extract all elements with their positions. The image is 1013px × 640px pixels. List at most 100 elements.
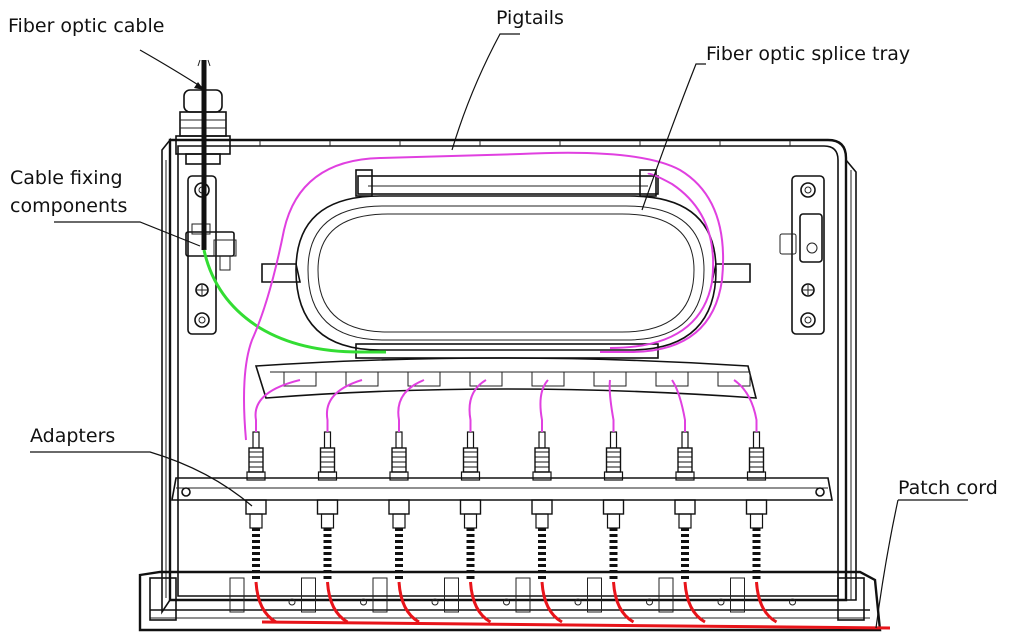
boot-stripe xyxy=(323,558,332,561)
adapter-flange-top xyxy=(603,471,624,481)
patch-cord-3 xyxy=(397,581,420,624)
base-slot xyxy=(730,577,745,613)
boot-stripe xyxy=(609,558,618,561)
label-cable-fixing-line1: Cable fixing xyxy=(10,167,123,189)
pigtail-boot xyxy=(609,431,618,449)
adapter-body xyxy=(602,499,625,515)
boot-stripe xyxy=(538,540,546,543)
pigtail-loop xyxy=(243,151,725,441)
boot-stripe xyxy=(395,570,403,573)
boot-stripe xyxy=(538,552,546,555)
splice-tray xyxy=(254,169,758,399)
base-slot xyxy=(515,577,531,613)
boot-stripe xyxy=(252,552,260,555)
pigtail-6 xyxy=(608,379,615,432)
pigtails-group xyxy=(254,379,758,432)
boot-stripe xyxy=(395,540,403,543)
base-hole xyxy=(717,598,725,606)
pigtail-1 xyxy=(254,379,301,432)
patch-connector xyxy=(606,513,621,529)
label-adapters: Adapters xyxy=(30,425,115,447)
boot-stripe xyxy=(538,564,546,567)
boot-stripe xyxy=(395,528,403,531)
boot-stripe xyxy=(752,570,761,573)
patch-connector xyxy=(320,513,335,529)
boot-stripe xyxy=(752,576,761,579)
base-hole xyxy=(431,598,439,606)
patch-cord-4 xyxy=(469,581,492,624)
adapter-flange-top xyxy=(746,471,767,481)
base-hole xyxy=(574,598,582,606)
adapter-3 xyxy=(388,431,410,579)
patch-connector xyxy=(249,513,263,529)
label-pigtails: Pigtails xyxy=(496,7,564,29)
trough-rib xyxy=(717,371,751,387)
boot-stripe xyxy=(681,534,689,537)
boot-stripe xyxy=(538,570,546,573)
boot-stripe xyxy=(752,546,761,549)
boot-stripe xyxy=(323,564,332,567)
boot-stripe xyxy=(752,564,761,567)
right-bracket xyxy=(779,175,825,335)
pigtail-boot xyxy=(538,431,546,449)
pigtail-boot xyxy=(395,431,403,449)
label-fiber-optic-cable: Fiber optic cable xyxy=(8,15,164,37)
leader-lines xyxy=(30,33,968,629)
adapter-body xyxy=(245,499,267,515)
adapter-2 xyxy=(316,431,339,579)
boot-stripe xyxy=(466,564,475,567)
patch-connector xyxy=(463,513,478,529)
enclosure xyxy=(161,137,857,615)
base-slot xyxy=(372,577,388,613)
adapter-8 xyxy=(745,431,768,579)
boot-stripe xyxy=(252,576,260,579)
boot-stripe xyxy=(609,552,618,555)
pigtail-7 xyxy=(671,379,686,432)
pigtail-loop-inner xyxy=(609,172,715,349)
boot-stripe xyxy=(323,552,332,555)
boot-stripe xyxy=(323,576,332,579)
boot-stripe xyxy=(252,528,260,531)
adapter-6 xyxy=(602,431,625,579)
boot-stripe xyxy=(323,534,332,537)
trough-rib xyxy=(531,371,565,387)
trough-rib xyxy=(345,371,379,387)
boot-stripe xyxy=(681,564,689,567)
pigtail-boot xyxy=(252,431,260,449)
patch-cord-7 xyxy=(683,581,706,624)
adapter-flange-top xyxy=(389,471,409,481)
label-splice-tray: Fiber optic splice tray xyxy=(706,43,910,65)
boot-stripe xyxy=(681,570,689,573)
adapter-4 xyxy=(459,431,482,579)
boot-stripe xyxy=(252,558,260,561)
label-cable-fixing-line2: components xyxy=(10,195,127,217)
adapter-flange-top xyxy=(246,471,266,481)
adapter-body xyxy=(459,499,482,515)
patch-cord-5 xyxy=(540,581,563,624)
boot-stripe xyxy=(466,540,475,543)
boot-stripe xyxy=(466,570,475,573)
adapter-body xyxy=(674,499,696,515)
boot-stripe xyxy=(752,534,761,537)
boot-stripe xyxy=(466,528,475,531)
boot-stripe xyxy=(609,564,618,567)
boot-stripe xyxy=(681,528,689,531)
boot-stripe xyxy=(252,546,260,549)
adapter-flange-top xyxy=(317,471,338,481)
boot-stripe xyxy=(323,570,332,573)
patch-connector xyxy=(535,513,549,529)
base-hole xyxy=(789,598,796,606)
boot-stripe xyxy=(681,552,689,555)
boot-stripe xyxy=(323,546,332,549)
boot-stripe xyxy=(681,576,689,579)
patch-cord-1 xyxy=(254,581,277,624)
pigtail-4 xyxy=(468,379,487,432)
adapter-flange-top xyxy=(460,471,481,481)
base-hole xyxy=(503,598,510,606)
patch-connector xyxy=(678,513,692,529)
boot-stripe xyxy=(538,558,546,561)
boot-stripe xyxy=(681,540,689,543)
boot-stripe xyxy=(752,540,761,543)
adapter-body xyxy=(531,499,553,515)
